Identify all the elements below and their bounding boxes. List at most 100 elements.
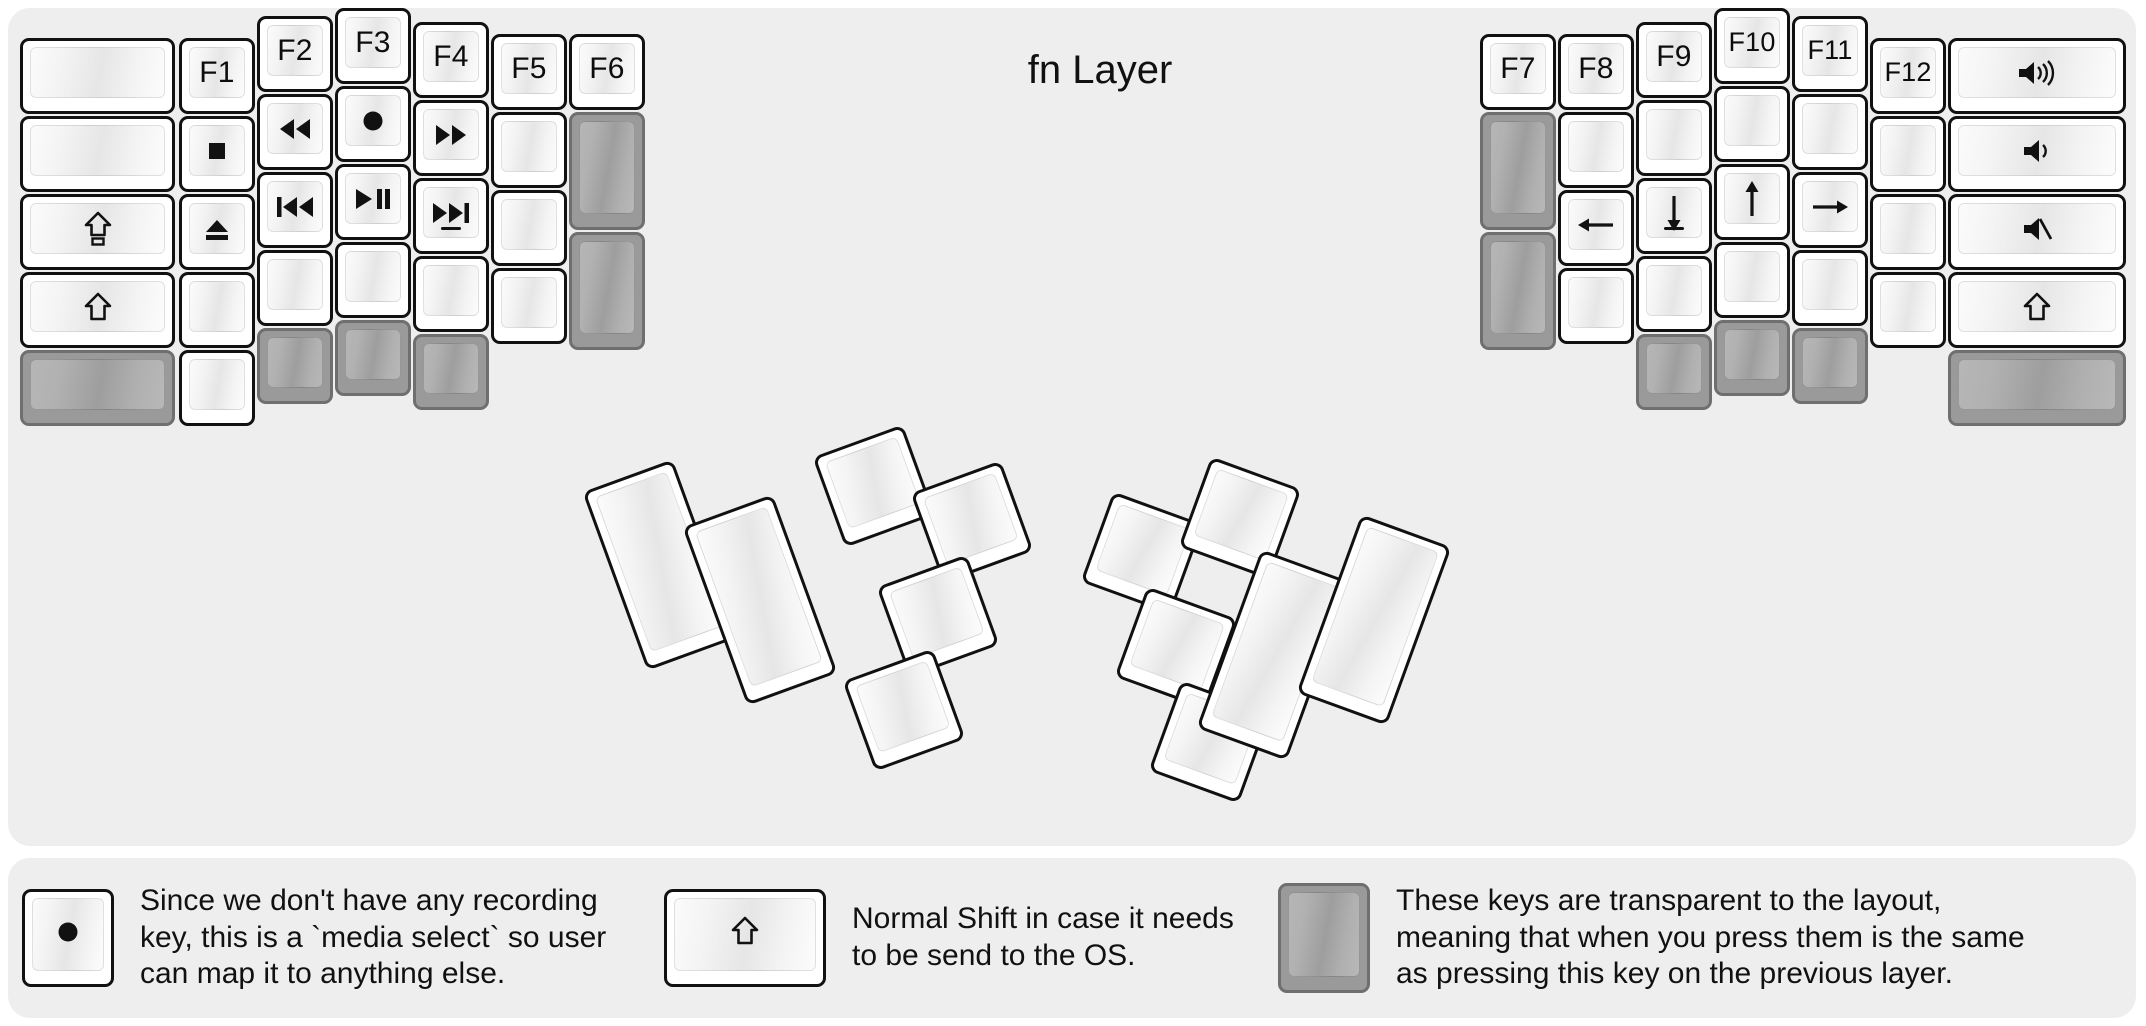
right-col-ring-key-1[interactable] xyxy=(1792,94,1868,170)
key-label-blank xyxy=(494,193,564,263)
key-label-blank xyxy=(1561,115,1631,185)
key-label-blank xyxy=(572,235,642,347)
right-col-inner-2-key-2[interactable] xyxy=(1480,232,1556,350)
right-col-ring-key-3[interactable] xyxy=(1792,250,1868,326)
left-col-pinky-outer-key-3[interactable] xyxy=(20,272,175,348)
right-col-pinky-outer-key-1[interactable] xyxy=(1948,116,2126,192)
media-rewind-icon xyxy=(260,97,330,167)
legend-key-1[interactable] xyxy=(664,889,826,987)
key-label-blank xyxy=(1717,245,1787,315)
key-label-blank xyxy=(1717,323,1787,393)
page-title: fn Layer xyxy=(1027,48,1173,92)
right-col-ring-key-0[interactable]: F11 xyxy=(1792,16,1868,92)
key-label-blank xyxy=(260,253,330,323)
left-col-middle-key-1[interactable] xyxy=(335,86,411,162)
left-col-ring-key-3[interactable] xyxy=(257,250,333,326)
left-col-pinky-key-4[interactable] xyxy=(179,350,255,426)
right-col-inner-1-key-3[interactable] xyxy=(1558,268,1634,344)
right-col-middle-key-4[interactable] xyxy=(1714,320,1790,396)
key-label-blank xyxy=(494,271,564,341)
right-col-inner-2-key-1[interactable] xyxy=(1480,112,1556,230)
left-col-inner-2-key-0[interactable]: F6 xyxy=(569,34,645,110)
right-col-middle-key-2[interactable] xyxy=(1714,164,1790,240)
left-col-inner-2-key-1[interactable] xyxy=(569,112,645,230)
legend-text-2: These keys are transparent to the layout… xyxy=(1396,884,2025,991)
arrow-left-icon xyxy=(1561,193,1631,263)
right-col-pinky-key-1[interactable] xyxy=(1870,116,1946,192)
arrow-up-icon xyxy=(1717,167,1787,237)
legend-item-0: Since we don't have any recording key, t… xyxy=(22,858,606,1018)
left-col-index-key-1[interactable] xyxy=(413,100,489,176)
right-col-pinky-key-3[interactable] xyxy=(1870,272,1946,348)
left-col-inner-1-key-1[interactable] xyxy=(491,112,567,188)
shift-icon xyxy=(1951,275,2123,345)
right-col-index-key-2[interactable] xyxy=(1636,178,1712,254)
key-label-blank xyxy=(23,353,172,423)
right-col-pinky-outer-key-2[interactable] xyxy=(1948,194,2126,270)
key-label: F7 xyxy=(1500,51,1536,85)
left-col-ring-key-1[interactable] xyxy=(257,94,333,170)
arrow-right-icon xyxy=(1795,175,1865,245)
key-label-blank xyxy=(1639,103,1709,173)
left-col-inner-1-key-0[interactable]: F5 xyxy=(491,34,567,110)
left-col-inner-1-key-3[interactable] xyxy=(491,268,567,344)
right-col-index-key-3[interactable] xyxy=(1636,256,1712,332)
right-col-middle-key-1[interactable] xyxy=(1714,86,1790,162)
media-eject-icon xyxy=(182,197,252,267)
key-label: F9 xyxy=(1656,39,1692,73)
left-col-ring-key-0[interactable]: F2 xyxy=(257,16,333,92)
right-col-pinky-key-0[interactable]: F12 xyxy=(1870,38,1946,114)
key-label: F8 xyxy=(1578,51,1614,85)
left-col-inner-2-key-2[interactable] xyxy=(569,232,645,350)
right-col-inner-1-key-2[interactable] xyxy=(1558,190,1634,266)
left-col-inner-1-key-2[interactable] xyxy=(491,190,567,266)
left-col-middle-key-3[interactable] xyxy=(335,242,411,318)
shift-icon xyxy=(731,912,759,964)
left-col-pinky-key-3[interactable] xyxy=(179,272,255,348)
key-label-blank xyxy=(1717,89,1787,159)
right-col-index-key-4[interactable] xyxy=(1636,334,1712,410)
left-col-pinky-outer-key-0[interactable] xyxy=(20,38,175,114)
media-fast-forward-icon xyxy=(416,103,486,173)
left-col-pinky-outer-key-2[interactable] xyxy=(20,194,175,270)
right-col-ring-key-4[interactable] xyxy=(1792,328,1868,404)
right-col-pinky-key-2[interactable] xyxy=(1870,194,1946,270)
left-col-index-key-4[interactable] xyxy=(413,334,489,410)
right-col-pinky-outer-key-0[interactable] xyxy=(1948,38,2126,114)
left-col-middle-key-4[interactable] xyxy=(335,320,411,396)
left-col-middle-key-2[interactable] xyxy=(335,164,411,240)
left-col-index-key-0[interactable]: F4 xyxy=(413,22,489,98)
right-col-pinky-outer-key-4[interactable] xyxy=(1948,350,2126,426)
right-col-ring-key-2[interactable] xyxy=(1792,172,1868,248)
right-col-middle-key-0[interactable]: F10 xyxy=(1714,8,1790,84)
volume-up-icon xyxy=(1951,41,2123,111)
right-col-inner-1-key-1[interactable] xyxy=(1558,112,1634,188)
left-col-index-key-3[interactable] xyxy=(413,256,489,332)
left-col-ring-key-4[interactable] xyxy=(257,328,333,404)
left-col-index-key-2[interactable] xyxy=(413,178,489,254)
legend-key-0[interactable] xyxy=(22,889,114,987)
left-col-middle-key-0[interactable]: F3 xyxy=(335,8,411,84)
left-col-pinky-outer-key-4[interactable] xyxy=(20,350,175,426)
right-col-middle-key-3[interactable] xyxy=(1714,242,1790,318)
legend-item-1: Normal Shift in case it needs to be send… xyxy=(664,858,1234,1018)
left-col-pinky-key-0[interactable]: F1 xyxy=(179,38,255,114)
left-col-pinky-outer-key-1[interactable] xyxy=(20,116,175,192)
left-col-pinky-key-2[interactable] xyxy=(179,194,255,270)
right-col-index-key-1[interactable] xyxy=(1636,100,1712,176)
left-col-pinky-key-1[interactable] xyxy=(179,116,255,192)
key-label-blank xyxy=(1873,119,1943,189)
key-label-blank xyxy=(1639,337,1709,407)
media-prev-track-icon xyxy=(260,175,330,245)
right-col-index-key-0[interactable]: F9 xyxy=(1636,22,1712,98)
left-col-ring-key-2[interactable] xyxy=(257,172,333,248)
key-label-blank xyxy=(23,119,172,189)
key-label-blank xyxy=(1873,197,1943,267)
key-label: F6 xyxy=(589,51,625,85)
right-col-inner-2-key-0[interactable]: F7 xyxy=(1480,34,1556,110)
volume-down-icon xyxy=(1951,119,2123,189)
legend-key-2[interactable] xyxy=(1278,883,1370,993)
right-col-inner-1-key-0[interactable]: F8 xyxy=(1558,34,1634,110)
key-label-blank xyxy=(494,115,564,185)
right-col-pinky-outer-key-3[interactable] xyxy=(1948,272,2126,348)
